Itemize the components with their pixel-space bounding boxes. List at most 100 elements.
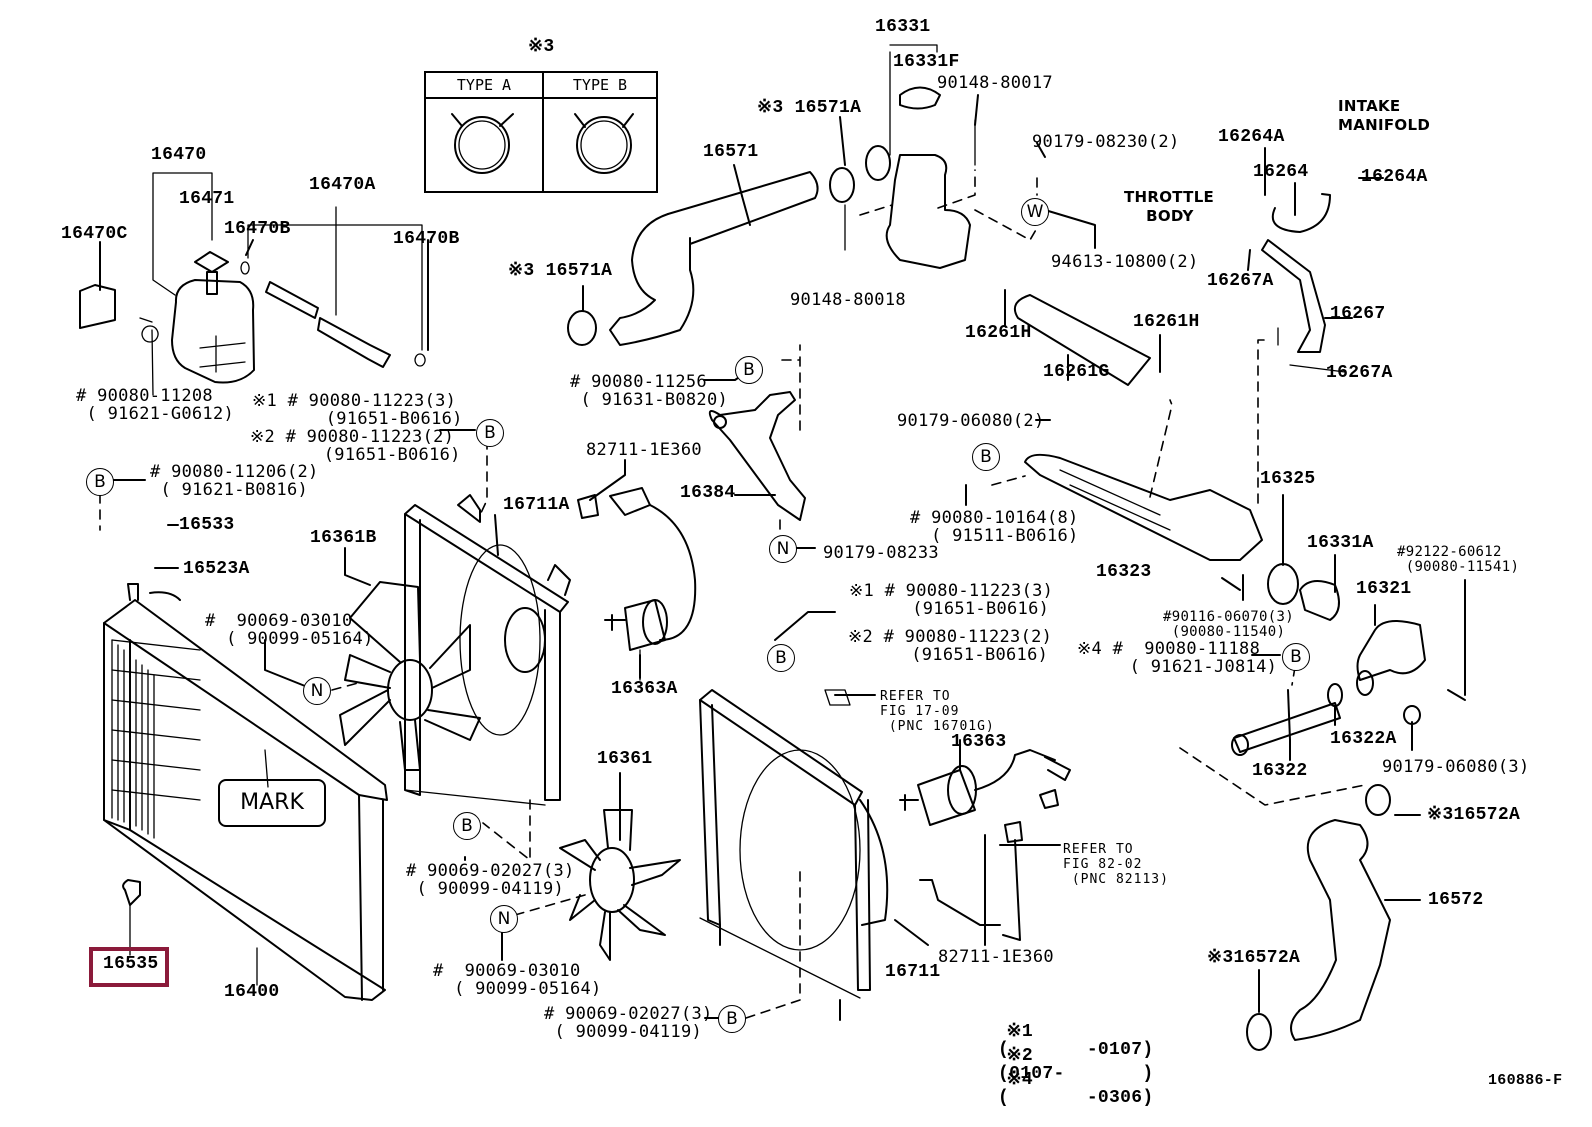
part-label-16470C[interactable]: 16470C	[61, 224, 128, 244]
mark-callout: MARK	[218, 779, 326, 827]
part-label-16571A-top[interactable]: ※3 16571A	[757, 98, 862, 118]
part-label-16571A-left[interactable]: ※3 16571A	[508, 261, 613, 281]
bolt-label-90069-03010-bottom[interactable]: # 90069-03010 ( 90099-05164)	[433, 961, 602, 999]
part-label-16711[interactable]: 16711	[885, 962, 941, 982]
part-label-94613-10800[interactable]: 94613-10800(2)	[1051, 252, 1199, 272]
part-label-16572[interactable]: 16572	[1428, 890, 1484, 910]
part-label-16322A[interactable]: 16322A	[1330, 729, 1397, 749]
fan-motor-upper-drawing	[577, 487, 697, 681]
bolt-label-90080-11206[interactable]: # 90080-11206(2) ( 91621-B0816)	[150, 462, 319, 500]
clamp-type-b-drawing	[574, 113, 634, 174]
footnote-range: (0107- )	[998, 1064, 1154, 1084]
part-label-16264A-right[interactable]: 16264A	[1361, 167, 1428, 187]
marker-w: W	[1021, 198, 1049, 226]
part-label-16400[interactable]: 16400	[224, 982, 280, 1002]
bolt-label-90080-11256[interactable]: # 90080-11256 ( 91631-B0820)	[570, 372, 729, 410]
part-label-16267A-top[interactable]: 16267A	[1207, 271, 1274, 291]
footnote-marker: ※1	[1006, 1022, 1034, 1042]
part-label-16264A-left[interactable]: 16264A	[1218, 127, 1285, 147]
part-label-16470B-left[interactable]: 16470B	[224, 219, 291, 239]
footnote-marker: ※2	[1006, 1046, 1034, 1066]
fan-motor-lower-drawing	[824, 689, 1071, 941]
part-label-16331A[interactable]: 16331A	[1307, 533, 1374, 553]
part-label-16571[interactable]: 16571	[703, 142, 759, 162]
radiator-drawing	[103, 583, 388, 1001]
marker-b-1: B	[476, 419, 504, 447]
part-label-16261G[interactable]: 16261G	[1043, 362, 1110, 382]
footnote-marker: ※4	[1006, 1070, 1034, 1090]
clamp-type-table: TYPE A TYPE B	[424, 71, 658, 193]
bolt-label-90080-11188[interactable]: ※4 # 90080-11188 ( 91621-J0814)	[1077, 639, 1278, 677]
part-label-16322[interactable]: 16322	[1252, 761, 1308, 781]
part-label-16323[interactable]: 16323	[1096, 562, 1152, 582]
part-label-16363[interactable]: 16363	[951, 732, 1007, 752]
clamp-type-a-header: TYPE A	[426, 73, 544, 99]
footnote-row: ※2 (0107- )	[968, 1026, 1153, 1103]
marker-b-2: B	[86, 468, 114, 496]
part-label-90179-06080-2[interactable]: 90179-06080(2)	[897, 411, 1045, 431]
part-label-16470A[interactable]: 16470A	[309, 175, 376, 195]
marker-n-2: N	[303, 677, 331, 705]
marker-b-5: B	[1282, 643, 1310, 671]
bolt-label-92122-60612[interactable]: #92122-60612 (90080-11541)	[1397, 544, 1520, 575]
marker-n-3: N	[490, 905, 518, 933]
bracket-drawing	[708, 344, 806, 541]
part-label-16363A[interactable]: 16363A	[611, 679, 678, 699]
clamp-type-b-header: TYPE B	[544, 73, 656, 99]
part-label-16261H-right[interactable]: 16261H	[1133, 312, 1200, 332]
part-label-16384[interactable]: 16384	[680, 483, 736, 503]
part-label-82711-1E360-bottom[interactable]: 82711-1E360	[938, 947, 1054, 967]
part-label-16572A-right[interactable]: ※316572A	[1427, 805, 1521, 825]
bolt-label-90116-06070[interactable]: #90116-06070(3) (90080-11540)	[1163, 609, 1294, 640]
part-label-16470B-right[interactable]: 16470B	[393, 229, 460, 249]
highlighted-part-box[interactable]	[89, 947, 169, 987]
part-label-16535[interactable]: 16535	[103, 954, 159, 974]
part-label-16325[interactable]: 16325	[1260, 469, 1316, 489]
refer-fig-17-09-note[interactable]: REFER TO FIG 17-09 (PNC 16701G)	[880, 689, 995, 734]
bolt-label-90080-11223-2[interactable]: ※2 # 90080-11223(2) (91651-B0616)	[250, 427, 461, 465]
part-label-16361B[interactable]: 16361B	[310, 528, 377, 548]
fan-shroud-upper-drawing	[404, 494, 571, 806]
part-label-16261H-left[interactable]: 16261H	[965, 323, 1032, 343]
bolt-label-90080-11223-1[interactable]: ※1 # 90080-11223(3) (91651-B0616)	[252, 391, 463, 429]
water-inlet-pipe-drawing	[1231, 683, 1421, 756]
part-label-90179-08233[interactable]: 90179-08233	[823, 543, 939, 563]
part-label-16471[interactable]: 16471	[179, 189, 235, 209]
part-label-16572A-bottom[interactable]: ※316572A	[1207, 948, 1301, 968]
diagram-code: 160886-F	[1488, 1072, 1563, 1089]
part-label-16267[interactable]: 16267	[1330, 304, 1386, 324]
bolt-label-90069-02027-bottom[interactable]: # 90069-02027(3) ( 90099-04119)	[544, 1004, 713, 1042]
part-label-16267A-bottom[interactable]: 16267A	[1326, 363, 1393, 383]
upper-hose-drawing	[567, 167, 855, 346]
part-label-16264[interactable]: 16264	[1253, 162, 1309, 182]
part-label-16711A[interactable]: 16711A	[503, 495, 570, 515]
bolt-label-90069-03010-top[interactable]: # 90069-03010 ( 90099-05164)	[205, 611, 374, 649]
part-label-16533[interactable]: 16533	[179, 515, 235, 535]
fan-upper-drawing	[339, 581, 481, 771]
part-label-90179-06080-3[interactable]: 90179-06080(3)	[1382, 757, 1530, 777]
part-label-16321[interactable]: 16321	[1356, 579, 1412, 599]
refer-fig-82-02-note[interactable]: REFER TO FIG 82-02 (PNC 82113)	[1063, 842, 1169, 887]
footnote-range: ( -0107)	[998, 1040, 1154, 1060]
fan-lower-drawing	[559, 809, 681, 961]
part-label-16331F[interactable]: 16331F	[893, 52, 960, 72]
fan-shroud-lower-drawing	[699, 689, 889, 1021]
reservoir-tank-drawing	[79, 172, 426, 396]
part-label-16470[interactable]: 16470	[151, 145, 207, 165]
marker-n-1: N	[769, 535, 797, 563]
part-label-16331[interactable]: 16331	[875, 17, 931, 37]
bolt-label-90069-02027-top[interactable]: # 90069-02027(3) ( 90099-04119)	[406, 861, 575, 899]
part-label-90179-08230[interactable]: 90179-08230(2)	[1032, 132, 1180, 152]
part-label-16361[interactable]: 16361	[597, 749, 653, 769]
bolt-label-90080-10164[interactable]: # 90080-10164(8) ( 91511-B0616)	[910, 508, 1079, 546]
bolt-label-90080-11223-1-lower[interactable]: ※1 # 90080-11223(3) (91651-B0616)	[849, 581, 1054, 619]
bolt-label-90080-11208[interactable]: # 90080-11208 ( 91621-G0612)	[76, 386, 235, 424]
water-outlet-drawing	[844, 44, 976, 269]
bolt-label-90080-11223-2-lower[interactable]: ※2 # 90080-11223(2) (91651-B0616)	[848, 627, 1053, 665]
part-label-16523A[interactable]: 16523A	[183, 559, 250, 579]
marker-b-7: B	[453, 812, 481, 840]
part-label-90148-80018[interactable]: 90148-80018	[790, 290, 906, 310]
part-label-90148-80017[interactable]: 90148-80017	[937, 73, 1053, 93]
intake-manifold-label: INTAKE MANIFOLD	[1338, 97, 1431, 134]
part-label-82711-1E360-top[interactable]: 82711-1E360	[586, 440, 702, 460]
